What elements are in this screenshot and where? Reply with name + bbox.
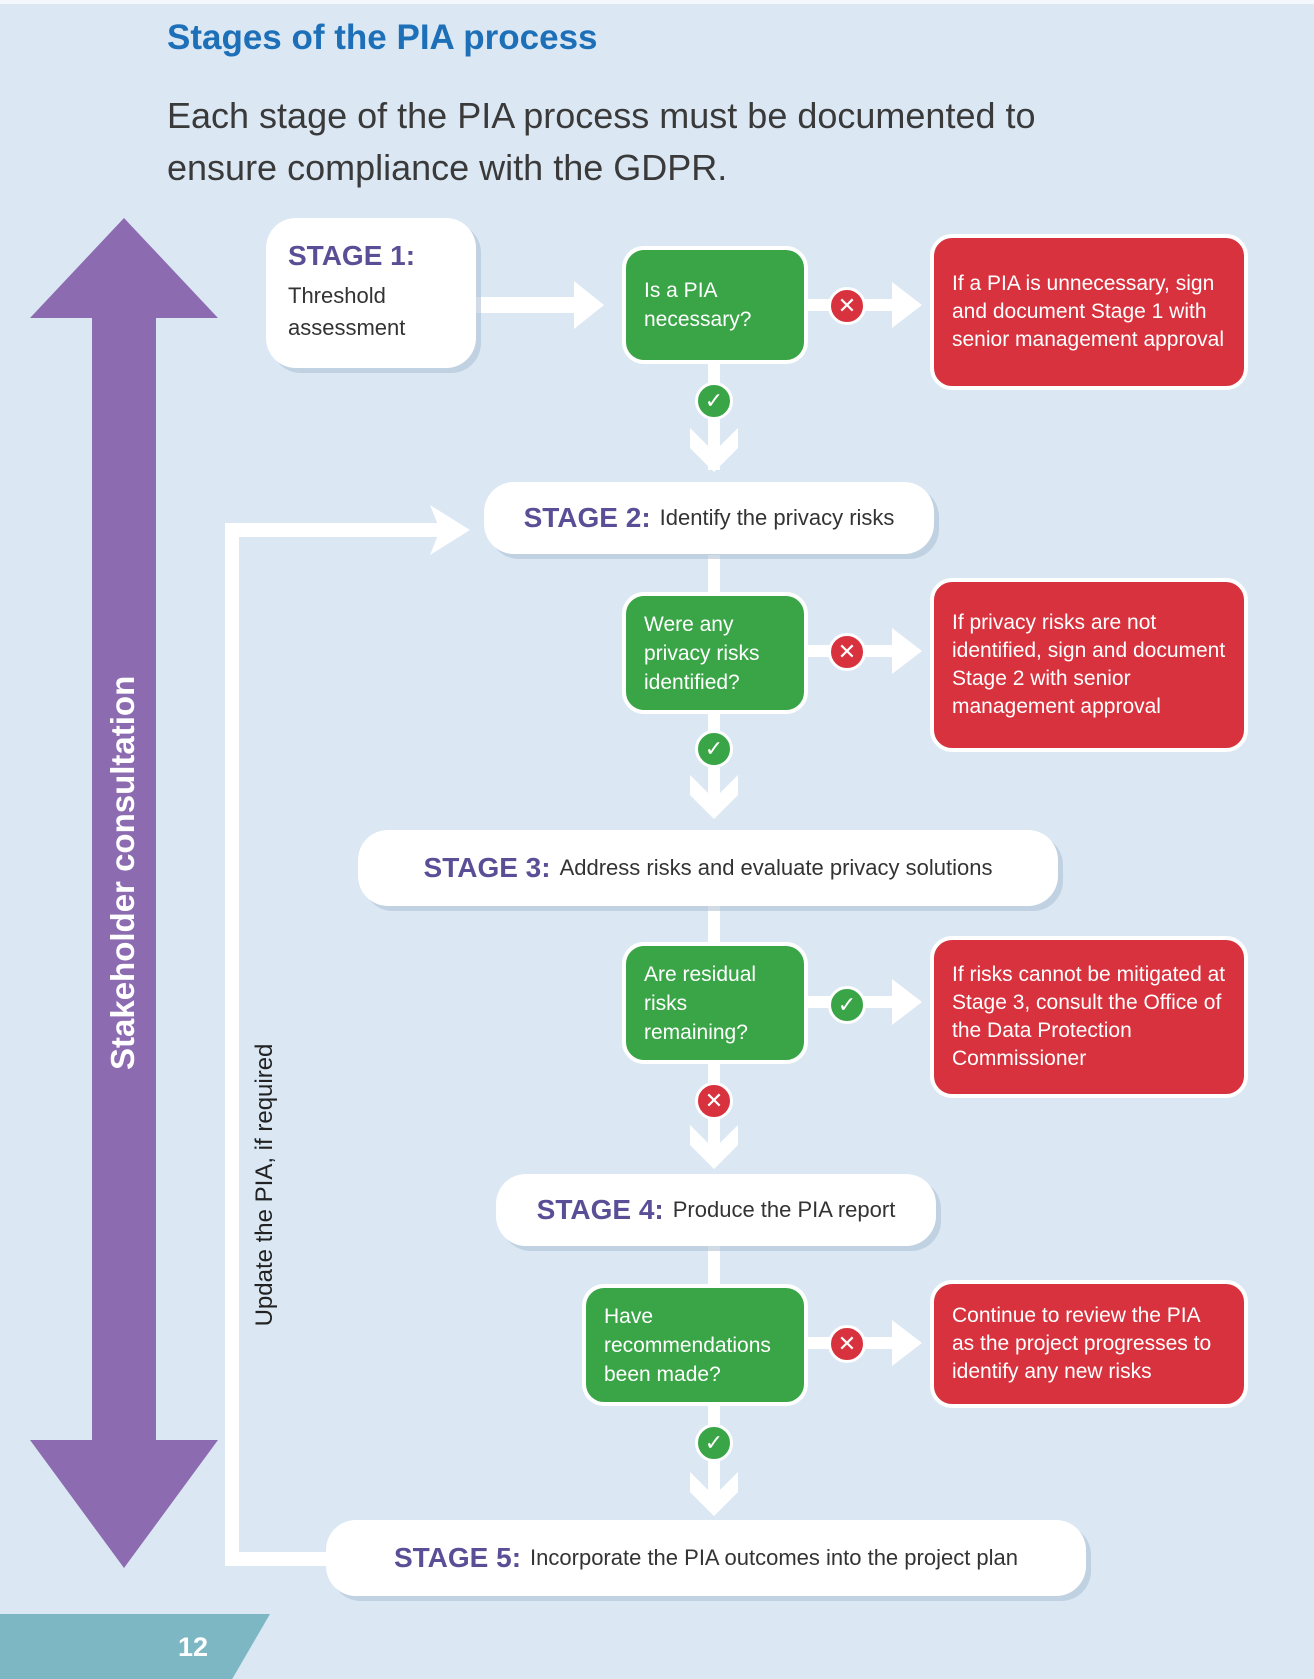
- stage-4-label: STAGE 4:: [536, 1194, 664, 1225]
- question-2-text: Were any privacy risks identified?: [644, 612, 760, 694]
- check-icon: ✓: [695, 382, 733, 420]
- question-3-text: Are residual risks remaining?: [644, 962, 757, 1044]
- stage-4-box: STAGE 4: Produce the PIA report: [496, 1174, 936, 1246]
- question-4-text: Have recommendations been made?: [604, 1304, 771, 1386]
- check-icon: ✓: [828, 986, 866, 1024]
- question-3-box: Are residual risks remaining?: [622, 942, 808, 1064]
- page-title: Stages of the PIA process: [167, 18, 598, 57]
- check-icon: ✓: [695, 1424, 733, 1462]
- intro-text: Each stage of the PIA process must be do…: [167, 95, 1036, 188]
- stage-1-box: STAGE 1: Threshold assessment: [266, 218, 476, 368]
- outcome-1-box: If a PIA is unnecessary, sign and docume…: [930, 234, 1248, 390]
- stage1-to-q1-arrow: [476, 281, 604, 329]
- cross-icon: ✕: [695, 1082, 733, 1120]
- outcome-4-text: Continue to review the PIA as the projec…: [952, 1304, 1212, 1383]
- stage-3-text: Address risks and evaluate privacy solut…: [559, 855, 993, 880]
- down-arrows: [690, 428, 738, 1516]
- question-4-box: Have recommendations been made?: [582, 1284, 808, 1406]
- question-1-box: Is a PIA necessary?: [622, 246, 808, 364]
- stage-2-label: STAGE 2:: [523, 502, 651, 533]
- stage-5-text: Incorporate the PIA outcomes into the pr…: [530, 1545, 1019, 1570]
- update-loop-arrowhead: [430, 505, 470, 555]
- stakeholder-consultation-label: Stakeholder consultation: [104, 675, 141, 1070]
- stage-1-text: Threshold assessment: [288, 283, 406, 340]
- outcome-3-text: If risks cannot be mitigated at Stage 3,…: [952, 963, 1226, 1070]
- question-2-box: Were any privacy risks identified?: [622, 592, 808, 714]
- stakeholder-double-arrow: [30, 218, 218, 1568]
- stage-3-box: STAGE 3: Address risks and evaluate priv…: [358, 830, 1058, 906]
- stage-4-text: Produce the PIA report: [672, 1197, 896, 1222]
- outcome-2-text: If privacy risks are not identified, sig…: [952, 611, 1226, 718]
- top-rule: [0, 0, 1314, 4]
- page-number-tab: [0, 1614, 270, 1679]
- page-number: 12: [178, 1632, 209, 1662]
- outcome-arrowheads: [892, 282, 922, 1366]
- update-pia-label: Update the PIA, if required: [251, 1043, 278, 1327]
- stage-5-box: STAGE 5: Incorporate the PIA outcomes in…: [326, 1520, 1086, 1596]
- stage-5-label: STAGE 5:: [393, 1542, 522, 1573]
- cross-icon: ✕: [828, 633, 866, 671]
- outcome-3-box: If risks cannot be mitigated at Stage 3,…: [930, 936, 1248, 1098]
- outcome-2-box: If privacy risks are not identified, sig…: [930, 578, 1248, 752]
- question-1-text: Is a PIA necessary?: [644, 279, 752, 331]
- outcome-1-text: If a PIA is unnecessary, sign and docume…: [952, 272, 1224, 351]
- cross-icon: ✕: [828, 1325, 866, 1363]
- stage-1-label: STAGE 1:: [288, 240, 416, 271]
- stage-2-box: STAGE 2: Identify the privacy risks: [484, 482, 934, 554]
- update-loop-line: [225, 523, 440, 1566]
- stage-3-label: STAGE 3:: [423, 852, 551, 883]
- stage-2-text: Identify the privacy risks: [659, 505, 895, 530]
- outcome-4-box: Continue to review the PIA as the projec…: [930, 1280, 1248, 1408]
- check-icon: ✓: [695, 730, 733, 768]
- cross-icon: ✕: [828, 287, 866, 325]
